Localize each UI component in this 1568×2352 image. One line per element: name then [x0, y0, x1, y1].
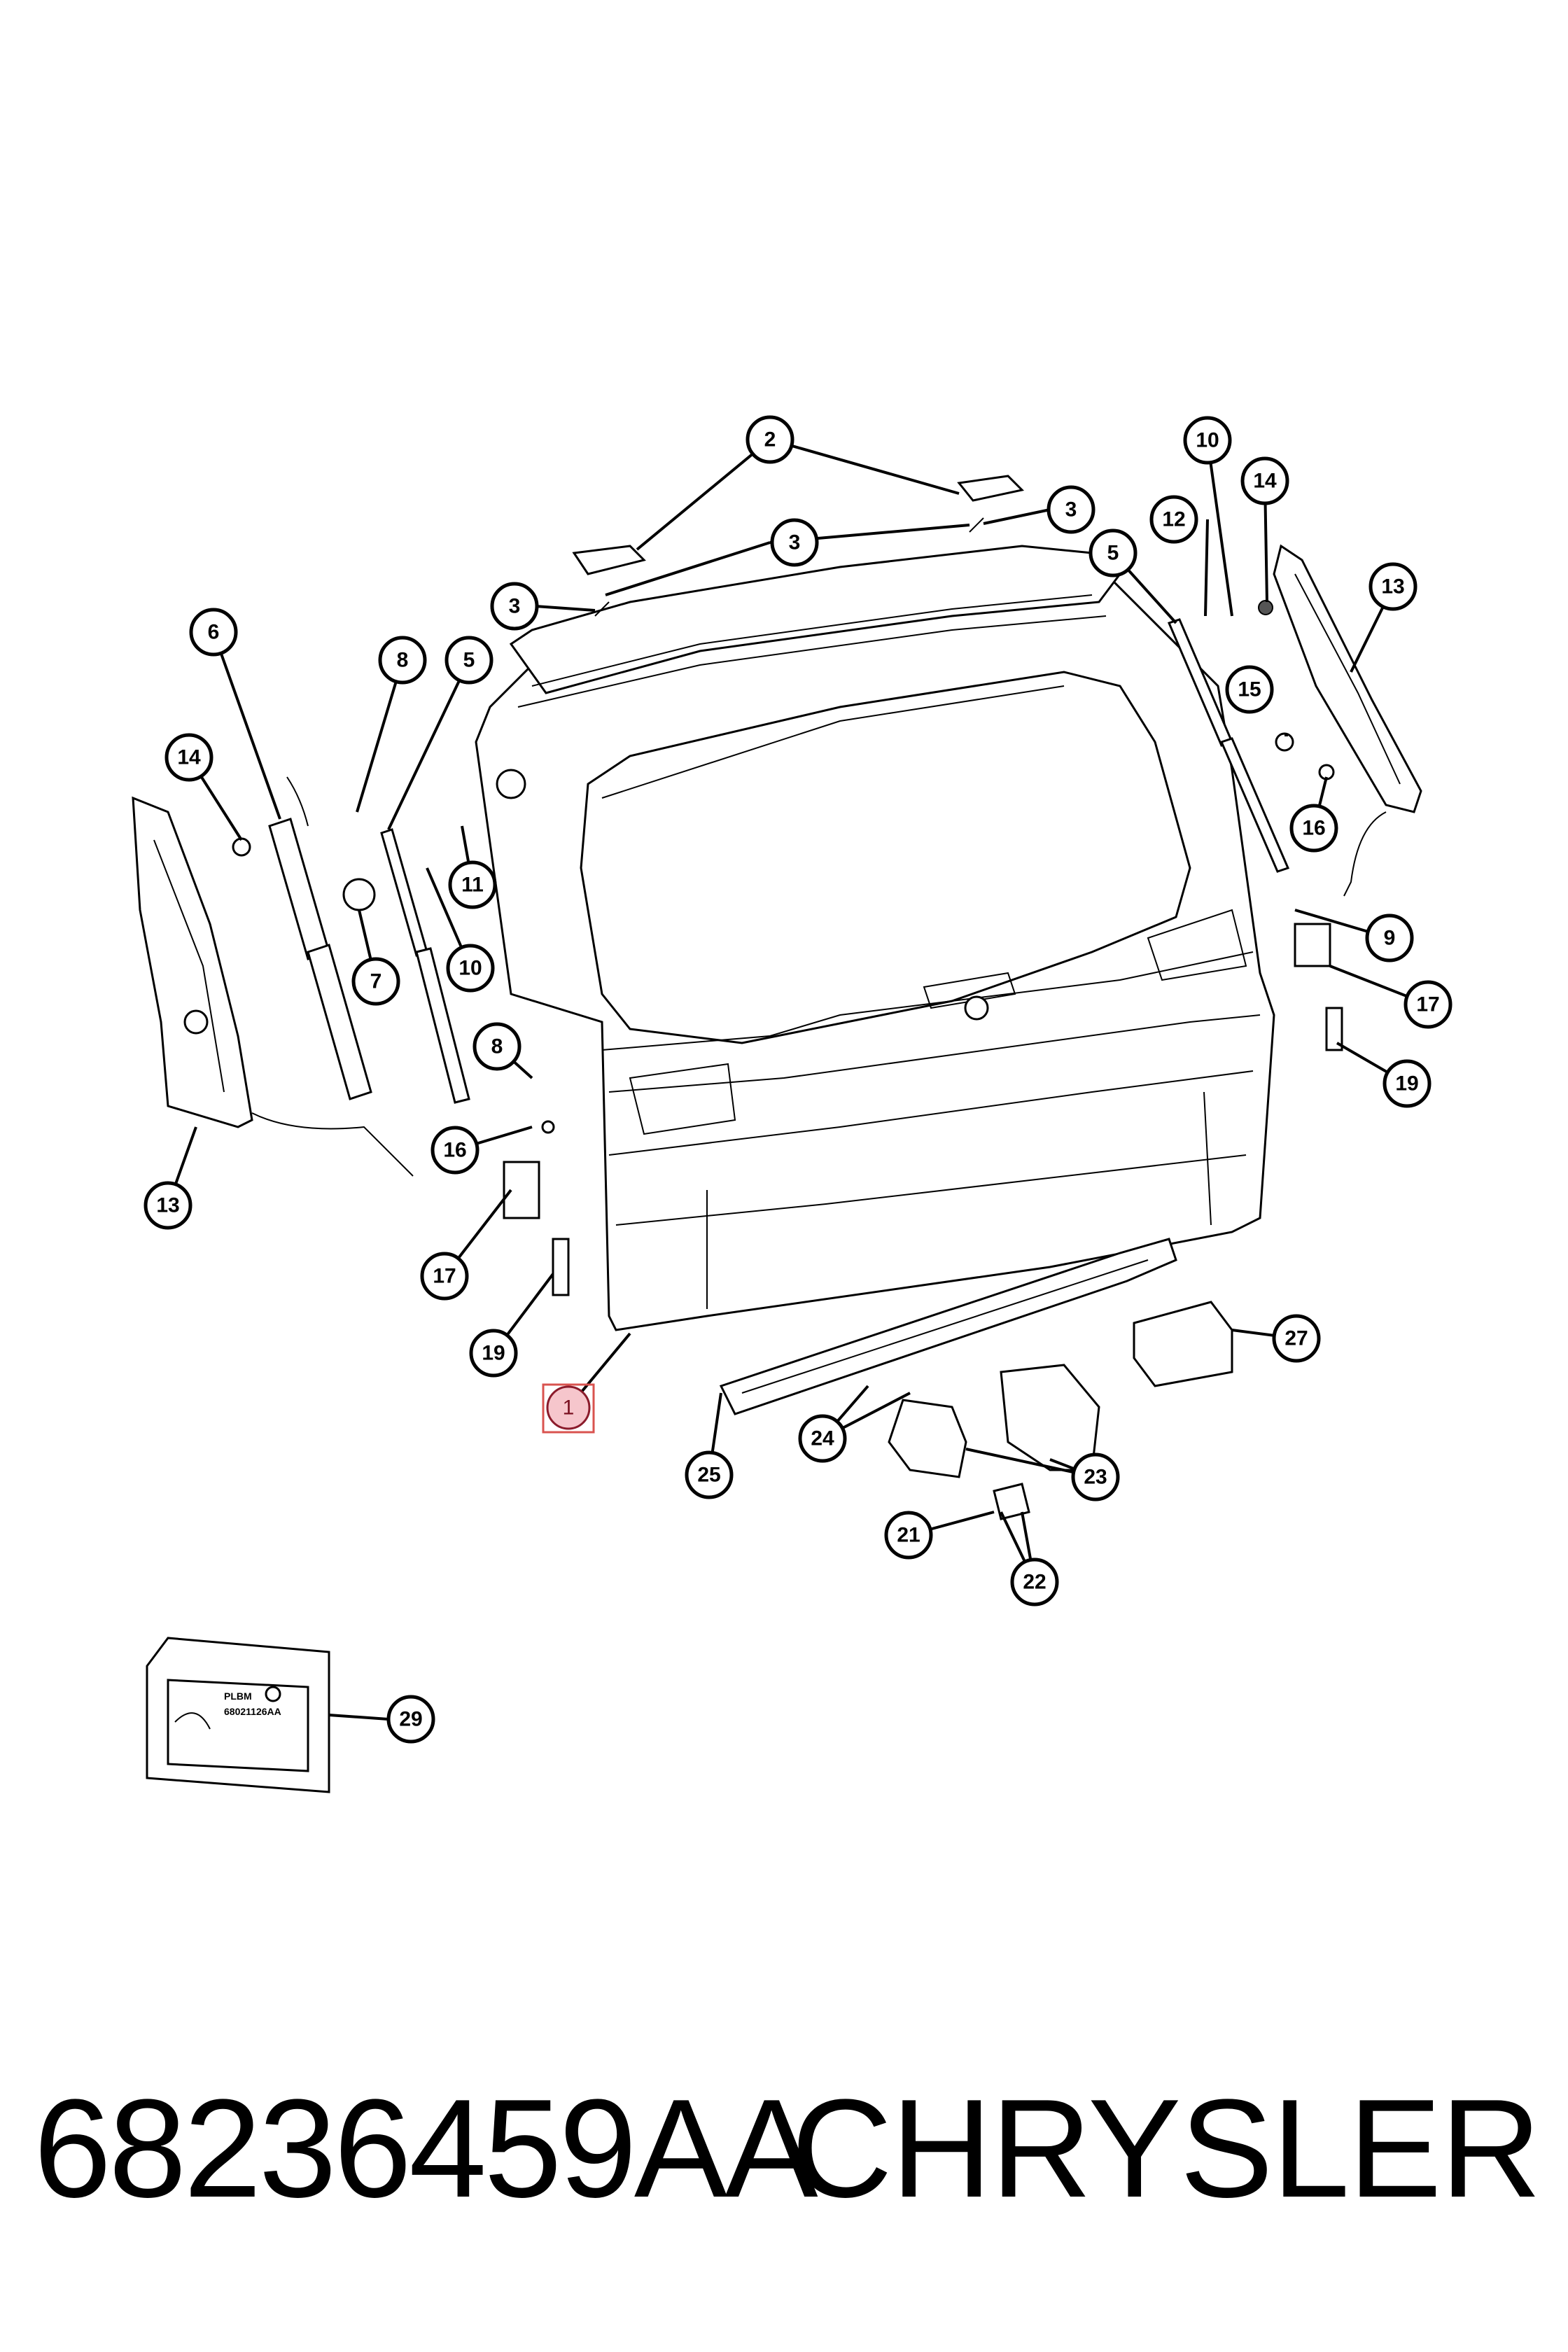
svg-text:25: 25 — [697, 1464, 720, 1487]
svg-text:19: 19 — [482, 1342, 505, 1365]
svg-text:12: 12 — [1162, 508, 1185, 531]
brand-name: CHRYSLER — [791, 2071, 1541, 2227]
callout-14a: 14 — [1240, 456, 1289, 505]
svg-text:17: 17 — [433, 1265, 456, 1288]
callout-23: 23 — [1071, 1452, 1120, 1502]
callout-22: 22 — [1010, 1558, 1059, 1606]
svg-text:10: 10 — [458, 957, 482, 980]
left-tail-lamp — [132, 796, 414, 1177]
callout-27: 27 — [1272, 1314, 1321, 1363]
svg-text:13: 13 — [1381, 575, 1404, 598]
svg-text:6: 6 — [208, 621, 220, 644]
svg-text:14: 14 — [177, 746, 201, 769]
bracket-27 — [1133, 1301, 1233, 1387]
callout-8b: 8 — [472, 1022, 522, 1071]
callout-13a: 13 — [1368, 562, 1418, 611]
callout-16a: 16 — [1289, 804, 1338, 853]
striker-21 — [993, 1483, 1030, 1520]
callout-29: 29 — [386, 1695, 435, 1744]
callout-5a: 5 — [1088, 528, 1138, 578]
callout-9: 9 — [1365, 913, 1414, 962]
svg-text:17: 17 — [1416, 993, 1439, 1016]
callout-3c: 3 — [490, 582, 539, 631]
callout-6: 6 — [189, 608, 238, 657]
gas-strut-5-left — [380, 828, 470, 1104]
callout-24: 24 — [798, 1414, 847, 1463]
svg-text:9: 9 — [1384, 927, 1396, 950]
callout-17b: 17 — [420, 1252, 469, 1301]
svg-text:5: 5 — [463, 649, 475, 672]
svg-text:21: 21 — [897, 1524, 920, 1547]
part-number: 68236459AA — [34, 2071, 818, 2227]
callout-8a: 8 — [378, 636, 427, 685]
callout-15: 15 — [1225, 665, 1274, 714]
svg-text:7: 7 — [370, 970, 382, 993]
svg-text:8: 8 — [397, 649, 409, 672]
callout-10b: 10 — [446, 944, 495, 993]
liftgate-panel — [475, 545, 1275, 1331]
svg-text:5: 5 — [1107, 542, 1119, 565]
callout-13b: 13 — [144, 1181, 192, 1230]
lower-trim-bar — [719, 1238, 1177, 1415]
latch-assemblies — [888, 1364, 1100, 1478]
svg-text:23: 23 — [1084, 1466, 1107, 1489]
svg-text:24: 24 — [811, 1427, 834, 1450]
callout-12: 12 — [1149, 495, 1198, 544]
callout-17a: 17 — [1404, 980, 1452, 1029]
gas-strut-5-right — [1167, 618, 1290, 873]
svg-text:1: 1 — [563, 1396, 575, 1420]
svg-text:10: 10 — [1196, 429, 1219, 452]
svg-text:14: 14 — [1253, 470, 1277, 493]
svg-text:2: 2 — [764, 428, 776, 451]
module-label-line2: 68021126AA — [224, 1706, 281, 1717]
svg-text:19: 19 — [1395, 1072, 1418, 1096]
callout-5b: 5 — [444, 636, 493, 685]
callout-10a: 10 — [1183, 416, 1232, 465]
control-module: PLBM 68021126AA — [146, 1637, 330, 1793]
callout-11: 11 — [448, 860, 497, 909]
callout-14b: 14 — [164, 733, 214, 782]
callout-25: 25 — [685, 1450, 734, 1499]
svg-text:16: 16 — [443, 1139, 466, 1162]
right-tail-lamp — [1273, 544, 1422, 897]
svg-text:11: 11 — [461, 874, 484, 897]
svg-text:22: 22 — [1023, 1571, 1046, 1594]
callout-3a: 3 — [1046, 485, 1096, 534]
callout-7: 7 — [351, 957, 400, 1006]
callout-19b: 19 — [469, 1329, 518, 1378]
svg-text:13: 13 — [156, 1194, 179, 1217]
svg-text:15: 15 — [1238, 678, 1261, 701]
callout-3b: 3 — [770, 518, 819, 567]
callout-1: 1 — [542, 1383, 595, 1434]
svg-text:16: 16 — [1302, 817, 1325, 840]
power-strut-6 — [268, 776, 372, 1100]
module-label-line1: PLBM — [224, 1690, 252, 1702]
hinges — [572, 475, 1025, 575]
callout-16b: 16 — [430, 1126, 479, 1175]
callout-21: 21 — [884, 1511, 933, 1560]
svg-text:3: 3 — [509, 595, 521, 618]
svg-text:3: 3 — [789, 531, 801, 554]
callout-19a: 19 — [1382, 1059, 1432, 1108]
svg-text:29: 29 — [399, 1708, 422, 1731]
svg-text:27: 27 — [1284, 1327, 1308, 1350]
fasteners — [232, 517, 1343, 1296]
svg-text:8: 8 — [491, 1035, 503, 1058]
footer: 68236459AA CHRYSLER — [0, 2072, 1568, 2226]
svg-text:3: 3 — [1065, 498, 1077, 522]
callout-2: 2 — [746, 415, 794, 464]
